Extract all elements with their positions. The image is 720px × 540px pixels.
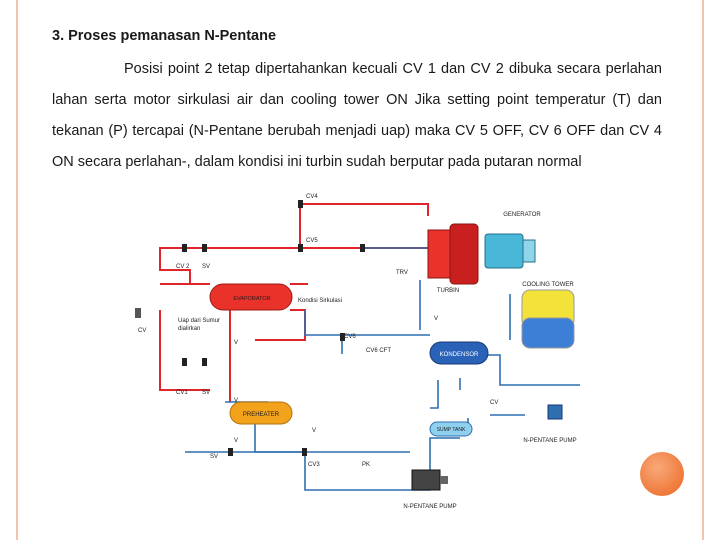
preheater: PREHEATER (229, 401, 293, 425)
label-cv2: CV 2 (176, 264, 190, 270)
red-pipes (159, 203, 429, 402)
sump-tank: SUMP TANK (429, 421, 473, 437)
turbine: TURBIN (427, 223, 479, 294)
label-cv6: CV6 (344, 334, 356, 340)
label-uap-sumur-2: dialirkan (178, 326, 200, 332)
slide-paragraph: Posisi point 2 tetap dipertahankan kecua… (52, 61, 662, 170)
label-cv1: CV1 (176, 390, 188, 396)
label-kondisi-sirkulasi: Kondisi Sirkulasi (298, 298, 342, 304)
label-sv-mid: SV (202, 390, 210, 396)
label-cv4: CV4 (306, 194, 318, 200)
label-pk: PK (362, 462, 370, 468)
slide-frame-right (702, 0, 704, 540)
label-v-d: V (234, 438, 238, 444)
preheater-label: PREHEATER (243, 412, 280, 418)
pentane-pump: N-PENTANE PUMP (403, 469, 457, 510)
diagram-labels: CV4 CV5 CV 2 SV TRV Kondisi Sirkulasi Ua… (138, 194, 498, 468)
label-v-c: V (312, 428, 316, 434)
cooling-tower: COOLING TOWER (521, 282, 575, 349)
label-cv3: CV3 (308, 462, 320, 468)
pentane-pump-right-label: N-PENTANE PUMP (523, 438, 576, 444)
label-trv: TRV (396, 270, 408, 276)
pentane-pump-label: N-PENTANE PUMP (403, 504, 456, 510)
label-uap-sumur: Uap dari Sumur (178, 318, 220, 324)
cooling-tower-label: COOLING TOWER (522, 282, 574, 288)
decorative-orange-circle (640, 452, 684, 496)
slide-frame-left (16, 0, 18, 540)
slide-text-block: 3. Proses pemanasan N-Pentane Posisi poi… (52, 28, 662, 178)
kondensor: KONDENSOR (429, 341, 489, 365)
label-sv-bottom: SV (210, 454, 218, 460)
label-v-a: V (234, 340, 238, 346)
turbin-label: TURBIN (437, 288, 459, 294)
pentane-pump-right: N-PENTANE PUMP (523, 404, 577, 444)
kondensor-label: KONDENSOR (440, 352, 479, 358)
evaporator: EVAPORATOR (209, 283, 293, 311)
label-cv5: CV5 (306, 238, 318, 244)
label-cv-left: CV (138, 328, 146, 334)
valve-markers (135, 200, 365, 456)
generator: GENERATOR (484, 212, 541, 269)
slide-heading: 3. Proses pemanasan N-Pentane (52, 28, 277, 44)
generator-label: GENERATOR (503, 212, 541, 218)
label-cv: CV (490, 400, 498, 406)
label-v-b: V (234, 398, 238, 404)
evaporator-label: EVAPORATOR (233, 296, 270, 302)
label-sv-top: SV (202, 264, 210, 270)
label-cv6-cft: CV6 CFT (366, 348, 391, 354)
process-flow-diagram: EVAPORATOR PREHEATER TURBIN GENERATOR CO… (135, 194, 580, 510)
sump-tank-label: SUMP TANK (437, 427, 466, 433)
label-v-e: V (434, 316, 438, 322)
